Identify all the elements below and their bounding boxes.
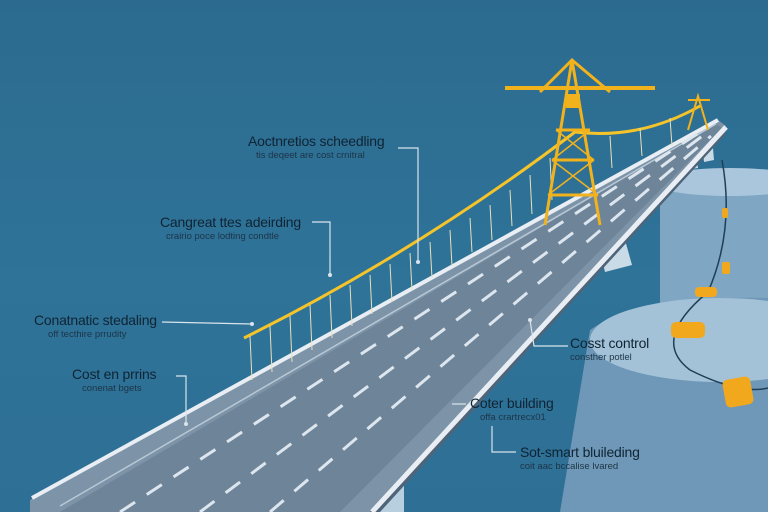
hanger-cables (249, 117, 673, 381)
annotation-subtitle: conenat bgets (82, 382, 142, 394)
annotation-title: Cost en prrins (72, 366, 157, 382)
pier-top-front (590, 298, 768, 382)
annotation-title: Coter building (470, 395, 554, 411)
annotation-stedaling: Conatnatic stedaling off tecthire prrudi… (34, 313, 157, 340)
crane-cab (566, 94, 580, 108)
car (722, 208, 728, 218)
car (671, 322, 705, 338)
crane (505, 57, 655, 226)
lane-markings (119, 130, 712, 512)
annotation-title: Cosst control (570, 335, 650, 351)
road-surface (60, 124, 722, 512)
distant-crane (687, 92, 710, 131)
annotation-subtitle: offa crartrecx01 (480, 411, 546, 423)
annotation-subtitle: off tecthire prrudity (48, 328, 127, 340)
annotation-subtitle: tis deqeet are cost crnitral (256, 149, 365, 161)
car (722, 262, 730, 274)
annotation-title: Aoctnretios scheedling (248, 133, 385, 149)
left-railing-inner (59, 123, 717, 507)
annotation-cost-control: Cosst control consther potlel (570, 336, 649, 363)
road-deck (30, 120, 726, 512)
car (695, 287, 717, 297)
annotation-title: Conatnatic stedaling (34, 312, 157, 328)
annotation-subtitle: coit aac bccalise lvared (520, 460, 619, 472)
annotation-title: Sot-smart bluileding (520, 444, 640, 460)
pier-cylinder-back (660, 169, 768, 330)
callout-dots (184, 260, 532, 426)
right-railing (370, 125, 728, 512)
annotation-adeirding: Cangreat ttes adeirding crairio poce lod… (160, 215, 301, 242)
car (722, 376, 754, 408)
annotation-smart-building: Sot-smart bluileding coit aac bccalise l… (520, 445, 640, 472)
main-cable (243, 104, 701, 340)
left-railing (31, 118, 719, 500)
annotation-coter-building: Coter building offa crartrecx01 (470, 396, 554, 423)
callout-lines (161, 147, 568, 453)
annotation-subtitle: consther potlel (570, 351, 632, 363)
annotation-title: Cangreat ttes adeirding (160, 214, 301, 230)
annotation-scheduling: Aoctnretios scheedling tis deqeet are co… (248, 133, 385, 161)
annotation-subtitle: crairio poce lodting condtle (166, 230, 280, 242)
annotation-prrins: Cost en prrins conenat bgets (72, 366, 157, 394)
